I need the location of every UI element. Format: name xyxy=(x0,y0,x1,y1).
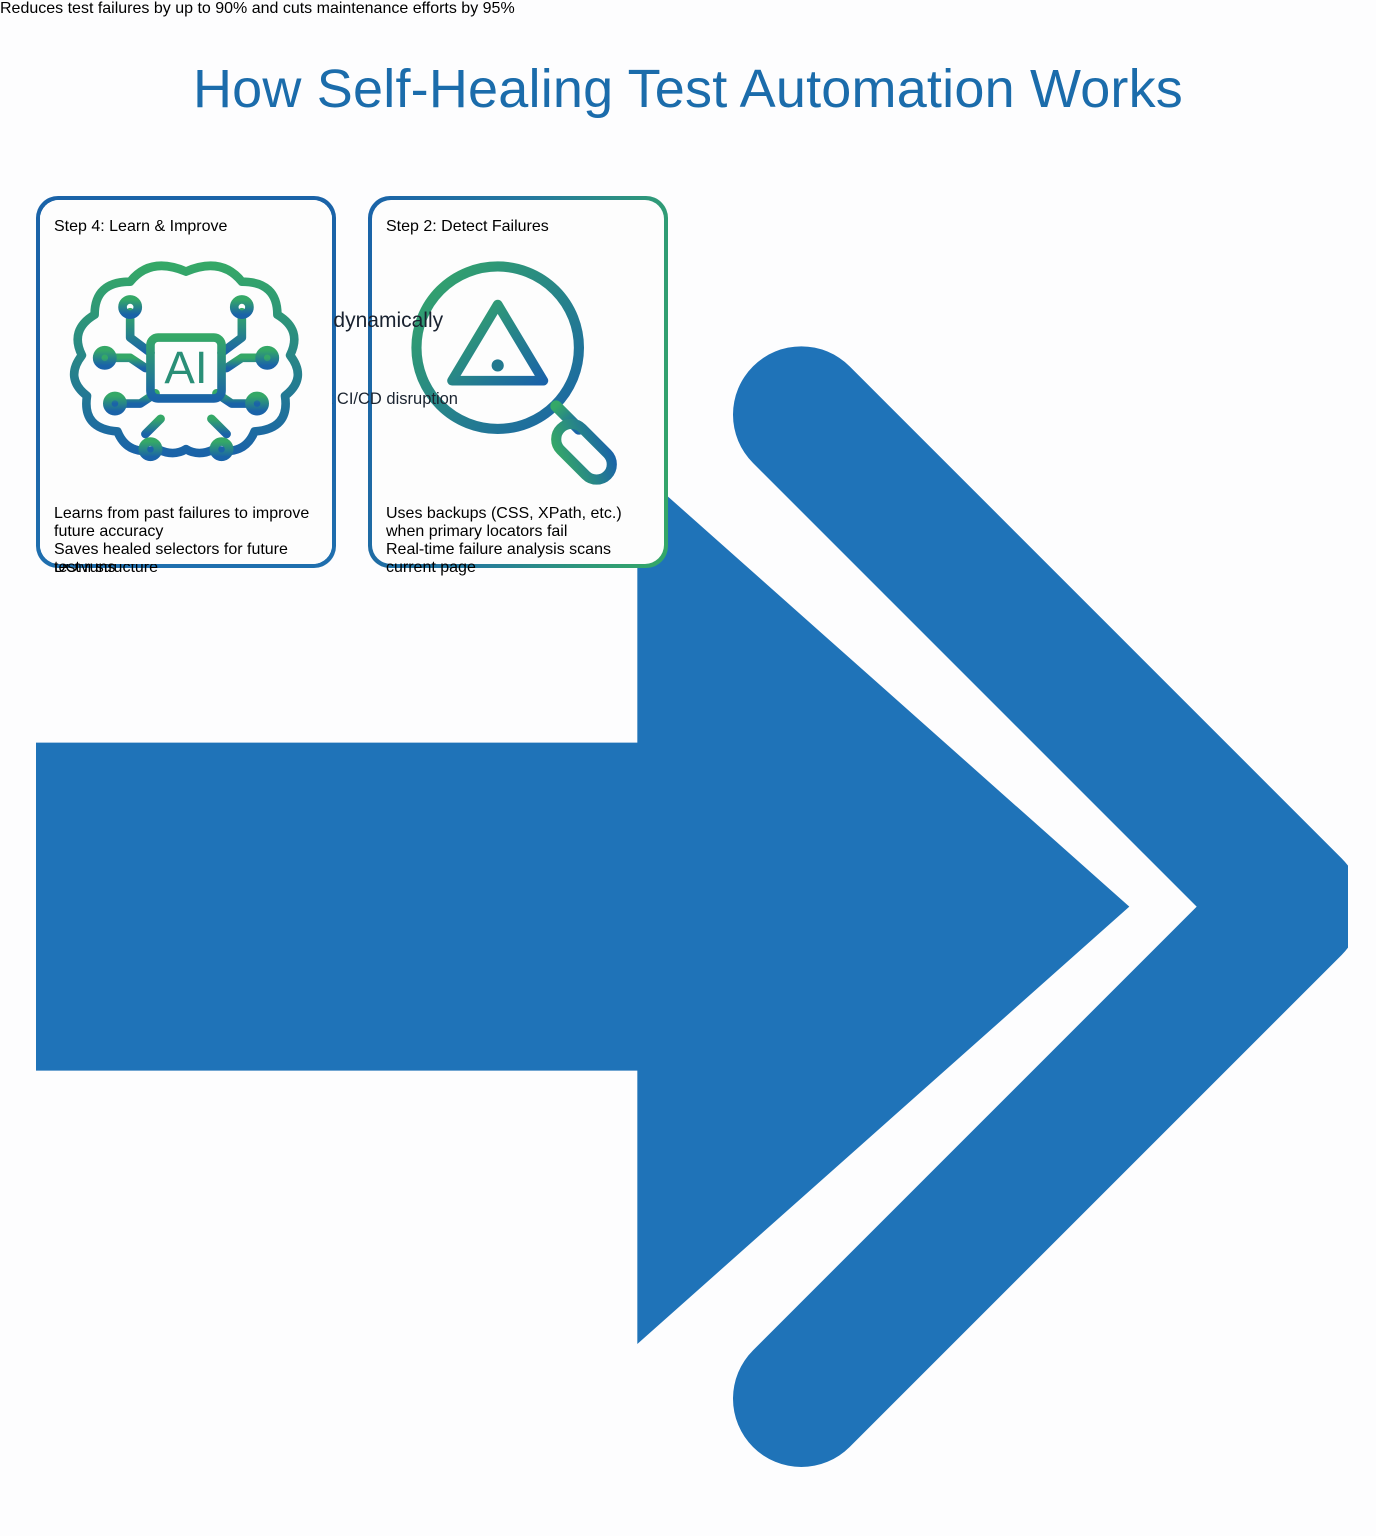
step-card-2: Step 2: Detect Failures xyxy=(368,196,668,576)
step-card-2-texts: Uses backups (CSS, XPath, etc.) when pri… xyxy=(386,505,650,577)
ai-brain-icon: AI xyxy=(54,236,318,505)
step-card-4: Step 4: Learn & Improve xyxy=(36,196,336,576)
step-card-2-primary-text: Uses backups (CSS, XPath, etc.) when pri… xyxy=(386,505,622,540)
step-card-4-body: AI Learns from past failures to improve … xyxy=(54,236,318,577)
summary-banner-text: Reduces test failures by up to 90% and c… xyxy=(0,0,515,17)
steps-row: Step 1: Build Element Profile xyxy=(36,196,1362,1467)
summary-banner: Reduces test failures by up to 90% and c… xyxy=(0,0,1376,18)
step-card-2-title: Step 2: Detect Failures xyxy=(386,218,549,235)
svg-text:AI: AI xyxy=(164,342,207,393)
step-card-2-inner: Step 2: Detect Failures xyxy=(372,200,664,576)
step-card-4-primary-text: Learns from past failures to improve fut… xyxy=(54,505,310,540)
step-card-4-title: Step 4: Learn & Improve xyxy=(54,218,228,235)
step-card-2-secondary-text: Real-time failure analysis scans current… xyxy=(386,541,611,576)
step-card-4-secondary-text: Saves healed selectors for future test r… xyxy=(54,541,288,576)
page-title: How Self-Healing Test Automation Works xyxy=(192,59,1184,119)
step-card-4-inner: Step 4: Learn & Improve xyxy=(40,200,332,576)
magnifier-warning-icon xyxy=(386,236,650,505)
summary-banner-inner: Reduces test failures by up to 90% and c… xyxy=(0,0,1376,18)
step-card-4-texts: Learns from past failures to improve fut… xyxy=(54,505,318,577)
step-card-2-body: Uses backups (CSS, XPath, etc.) when pri… xyxy=(386,236,650,577)
